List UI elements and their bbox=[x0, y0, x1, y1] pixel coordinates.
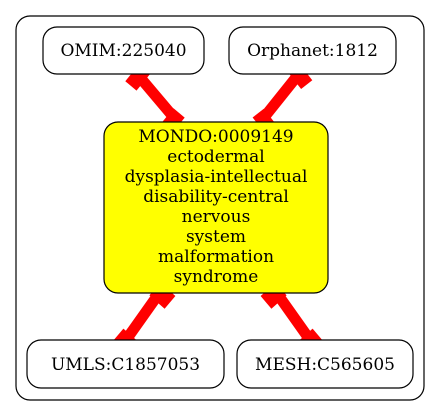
node-orphanet-label: Orphanet:1812 bbox=[247, 41, 378, 61]
node-mesh-label: MESH:C565605 bbox=[255, 355, 395, 375]
node-mondo-label-line-6: system bbox=[186, 227, 246, 247]
node-omim-label: OMIM:225040 bbox=[60, 41, 186, 61]
node-mondo[interactable]: MONDO:0009149 ectodermal dysplasia-intel… bbox=[103, 121, 329, 294]
node-umls-label: UMLS:C1857053 bbox=[51, 355, 200, 375]
node-mondo-label-line-2: ectodermal bbox=[167, 147, 264, 167]
node-umls[interactable]: UMLS:C1857053 bbox=[26, 339, 225, 389]
node-mondo-label-line-7: malformation bbox=[158, 247, 274, 267]
node-mondo-label-line-1: MONDO:0009149 bbox=[138, 127, 293, 147]
node-mondo-label-line-8: syndrome bbox=[174, 267, 259, 287]
node-mondo-label-line-5: nervous bbox=[182, 207, 251, 227]
node-mondo-label-line-3: dysplasia-intellectual bbox=[125, 167, 308, 187]
node-orphanet[interactable]: Orphanet:1812 bbox=[228, 26, 397, 75]
node-omim[interactable]: OMIM:225040 bbox=[42, 26, 205, 75]
node-mondo-label-line-4: disability-central bbox=[143, 187, 289, 207]
node-mesh[interactable]: MESH:C565605 bbox=[236, 339, 414, 389]
